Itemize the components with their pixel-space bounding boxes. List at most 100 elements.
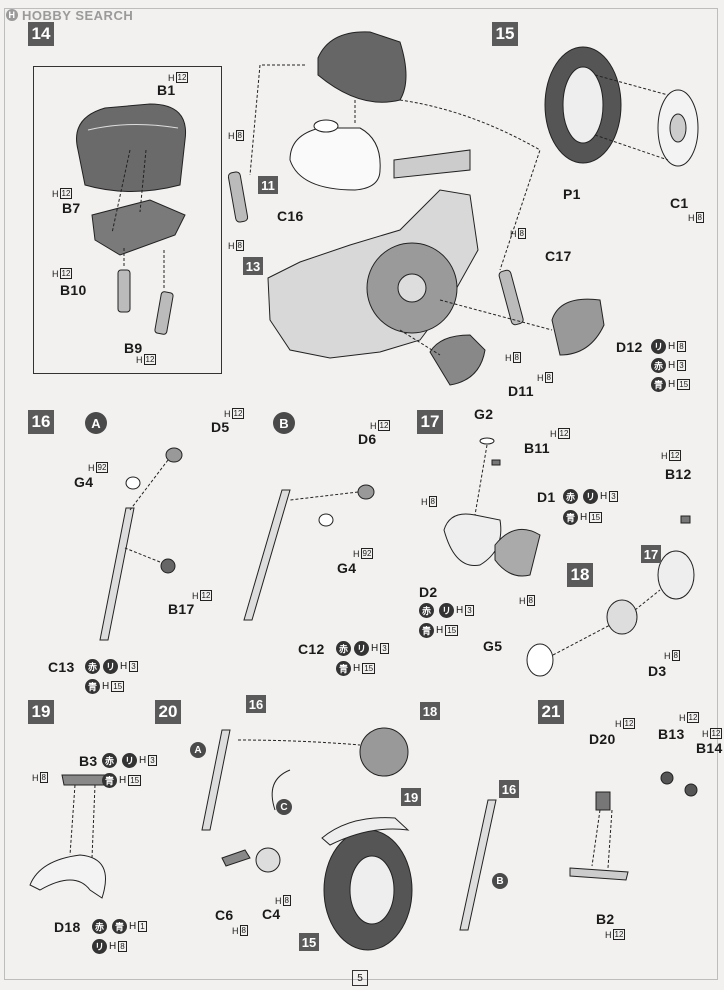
label-b2: B2 (596, 911, 615, 927)
part-b14-drawing (684, 783, 698, 797)
color-red-c12: 赤 (336, 641, 351, 656)
seat-top-drawing (317, 31, 407, 103)
color-red-d18: 赤 (92, 919, 107, 934)
step-20-badge: 20 (155, 700, 181, 724)
headlight-assembly-drawing (657, 550, 695, 600)
part-g4b-drawing (318, 513, 334, 527)
subassembly-c-ref: C (276, 799, 292, 815)
label-b9: B9 (124, 340, 143, 356)
label-c12: C12 (298, 641, 325, 657)
label-c16: C16 (277, 208, 304, 224)
part-c6-drawing (221, 849, 251, 867)
page-number: 5 (352, 970, 368, 986)
label-g4a: G4 (74, 474, 94, 490)
label-c17: C17 (545, 248, 572, 264)
watermark-text: HOBBY SEARCH (22, 7, 134, 23)
subassembly-b-ref: B (492, 873, 508, 889)
label-c13: C13 (48, 659, 75, 675)
fork-left-drawing (201, 729, 231, 831)
label-d1: D1 (537, 489, 556, 505)
step-17-badge: 17 (417, 410, 443, 434)
part-g2-drawing (479, 437, 495, 445)
part-g4a-drawing (125, 476, 141, 490)
label-c1: C1 (670, 195, 689, 211)
part-b13-drawing (660, 771, 674, 785)
label-b17: B17 (168, 601, 195, 617)
logo-icon: H (6, 9, 18, 21)
ref-step-11: 11 (258, 176, 278, 194)
label-d11: D11 (508, 383, 534, 399)
label-b3: B3 (79, 753, 98, 769)
ref-step-17: 17 (641, 545, 661, 563)
label-p1: P1 (563, 186, 581, 202)
seat-base-drawing (91, 199, 186, 256)
rear-rack-drawing (393, 149, 471, 179)
label-g5: G5 (483, 638, 503, 654)
step-18-badge: 18 (567, 563, 593, 587)
label-b10: B10 (60, 282, 87, 298)
fuel-tank-drawing (289, 127, 381, 191)
headlight-d2-drawing (443, 513, 502, 567)
label-b12: B12 (665, 466, 692, 482)
label-d12: D12 (616, 339, 643, 355)
color-red-b3: 赤 (102, 753, 117, 768)
label-d3: D3 (648, 663, 667, 679)
watermark-logo: H HOBBY SEARCH (6, 6, 133, 24)
headlight-d1-drawing (494, 528, 541, 577)
part-b17-drawing (160, 558, 176, 574)
subassembly-a-ref: A (190, 742, 206, 758)
label-b13: B13 (658, 726, 685, 742)
part-b9-drawing (154, 291, 174, 335)
part-d6-drawing (357, 484, 375, 500)
label-g2: G2 (474, 406, 494, 422)
part-b10-drawing (117, 269, 131, 313)
step-21-badge: 21 (538, 700, 564, 724)
headlight-18-drawing (359, 727, 409, 777)
part-b2-drawing (569, 867, 629, 881)
color-red-d1: 赤 (563, 489, 578, 504)
part-c4-drawing (255, 847, 281, 873)
subassembly-a-marker: A (85, 412, 107, 434)
chain-cover-d12-drawing (551, 298, 605, 356)
label-b7: B7 (62, 200, 81, 216)
label-b11: B11 (524, 440, 550, 456)
step-14-badge: 14 (28, 22, 54, 46)
color-red-d2: 赤 (419, 603, 434, 618)
ref-step-16-right: 16 (499, 780, 519, 798)
step-14-inset (33, 66, 222, 374)
fork-right-drawing (459, 799, 497, 931)
